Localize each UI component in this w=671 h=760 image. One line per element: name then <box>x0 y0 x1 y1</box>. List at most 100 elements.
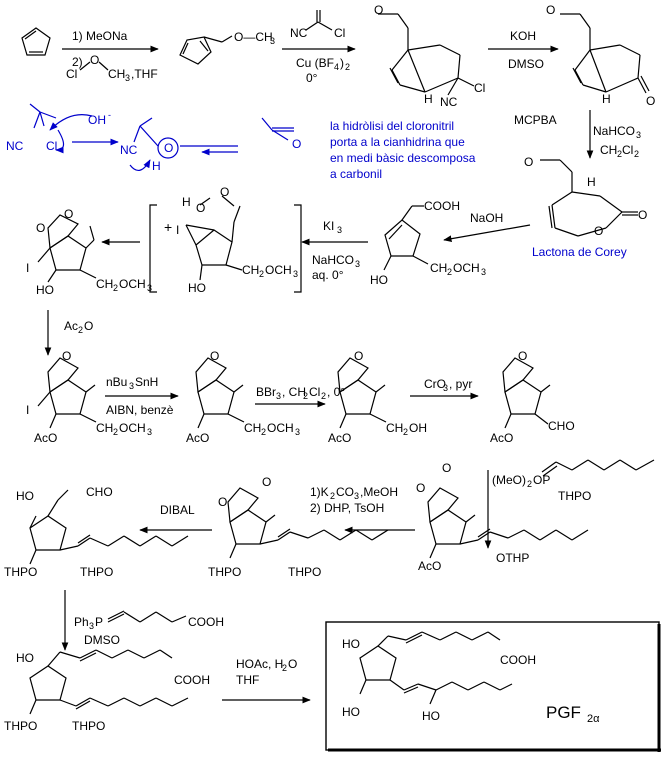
atom-cl: Cl <box>334 26 345 40</box>
atom-i-iodonium: I <box>176 223 179 237</box>
reagent-step11-c: , pyr <box>449 377 472 391</box>
atom-ch2och3-lactone-ether-b: 2 <box>261 427 266 437</box>
reagent-step11-b: 3 <box>443 383 448 393</box>
atom-ho-product-c: HO <box>422 709 440 723</box>
atom-ch2och3-iodonium-b: 2 <box>259 269 264 279</box>
reagent-step11-a: CrO <box>424 377 446 391</box>
reagent-step15-b: 3 <box>89 621 94 631</box>
atom-three: 3 <box>270 36 275 46</box>
reagent-step13-b: 2 <box>330 491 335 501</box>
chloroacrylonitrile <box>305 10 333 31</box>
atom-ch2och3-lactone-ether-d: 3 <box>295 427 300 437</box>
atom-i-iodolactone: I <box>26 261 29 275</box>
reagent-step10-g: , 0° <box>327 385 345 399</box>
mech-note-line3: en medi bàsic descomposa <box>330 151 476 165</box>
acetyl-iodolactone <box>37 357 97 429</box>
atom-cooh-precursor: COOH <box>174 673 210 687</box>
mech-nc1: NC <box>6 139 24 153</box>
reagent-step14: DIBAL <box>160 503 195 517</box>
cyclopentadiene <box>21 27 51 56</box>
wittig-ylide <box>107 610 187 623</box>
pgf2a-structure <box>359 631 513 705</box>
reagent-step10-d: 2 <box>303 391 308 401</box>
methoxymethylcyclopentadiene <box>179 35 233 65</box>
label-product: PGF <box>546 703 581 722</box>
reagent-step1-b: 2) <box>72 55 83 69</box>
mech-h2: H <box>152 159 161 173</box>
atom-ho-iodonium: HO <box>188 281 206 295</box>
reagent-step13-f: 2) DHP, TsOH <box>310 501 384 515</box>
atom-o-iodolactone: O <box>36 221 45 235</box>
atom-h-lactone: H <box>587 175 596 189</box>
atom-ch2och3-iodolactone-d: 3 <box>147 283 152 293</box>
reagent-step9-a: nBu <box>106 375 127 389</box>
reagent-step8-a: Ac <box>64 319 78 333</box>
mech-note-line1: la hidròlisi del cloronitril <box>330 119 454 133</box>
reagent-step15-a: Ph <box>74 615 89 629</box>
reagent-step5-f: 2 <box>634 149 639 159</box>
reagent-step16-a: HOAc, H <box>236 657 283 671</box>
reagent-step2-b: 4 <box>334 62 339 72</box>
atom-othp-enone: OTHP <box>496 551 529 565</box>
reagent-step10-c: , CH <box>282 385 306 399</box>
atom-ch2och3-acid-c: OCH <box>453 261 480 275</box>
atom-ch2och3-acetyl-d: 3 <box>147 427 152 437</box>
bicyclic-ketone <box>560 13 650 94</box>
atom-o-thp-lactone-carbonyl: O <box>262 475 271 489</box>
atom-ch2och3-acid: CH <box>430 261 447 275</box>
mech-o2: O <box>164 141 173 155</box>
reagent-step15-c: P <box>95 615 103 629</box>
reagent-step1-e: CH <box>108 67 125 81</box>
atom-aco-acetyl: AcO <box>34 431 57 445</box>
reagent-step12-c: OP <box>533 473 550 487</box>
atom-h-ketone: H <box>602 92 611 106</box>
atom-o-thp-lactone: O <box>218 495 227 509</box>
reagent-step8-b: 2 <box>78 325 83 335</box>
reagent-step7-c: NaHCO <box>312 253 354 267</box>
atom-ch2och3-iodonium-c: OCH <box>265 263 292 277</box>
atom-aco-enone: AcO <box>418 559 441 573</box>
reagent-step5-e: Cl <box>622 143 633 157</box>
reagent-step10-e: Cl <box>309 385 320 399</box>
reagent-step1-g: ,THF <box>131 67 158 81</box>
atom-cooh-product: COOH <box>500 653 536 667</box>
atom-ch2och3-lactone-ether: CH <box>244 421 261 435</box>
atom-thpo-lactol-b: THPO <box>80 565 113 579</box>
atom-thpo-thp-lactone-b: THPO <box>288 565 321 579</box>
reagent-step13-c: CO <box>336 485 354 499</box>
reagent-step15-d: COOH <box>188 615 224 629</box>
atom-ch2och3-iodonium-d: 3 <box>293 269 298 279</box>
reagent-step16-d: THF <box>236 673 259 687</box>
mech-cl1: Cl <box>46 139 57 153</box>
atom-thpo-precursor-a: THPO <box>4 719 37 733</box>
acetyl-lactone-aldehyde <box>502 357 551 429</box>
reagent-step5-d: 2 <box>617 149 622 159</box>
reagent-step5-b: 3 <box>636 130 641 140</box>
atom-o-enone: O <box>416 481 425 495</box>
lactol-aldehyde <box>29 489 189 565</box>
atom-thpo-precursor-b: THPO <box>72 719 105 733</box>
atom-cooh-acid: COOH <box>424 199 460 213</box>
atom-h-adduct: H <box>424 92 433 106</box>
mechanism-scheme <box>29 103 294 171</box>
atom-ho-product-a: HO <box>342 637 360 651</box>
reagent-step9-b: 3 <box>129 381 134 391</box>
mech-nc2: NC <box>120 143 138 157</box>
reagent-step7-b: 3 <box>337 225 342 235</box>
atom-o-ketone-ether: O <box>546 3 555 17</box>
acetyl-lactone-ether <box>195 357 245 429</box>
atom-meo-ch3: O—CH <box>234 30 273 44</box>
atom-ch2och3-acid-d: 3 <box>481 267 486 277</box>
atom-nc-adduct: NC <box>440 95 458 109</box>
atom-o-acetyl-iodolactone: O <box>62 349 71 363</box>
thp-pgf-precursor <box>29 649 189 715</box>
atom-ho-lactol: HO <box>16 489 34 503</box>
atom-ch2oh-b: 2 <box>403 427 408 437</box>
atom-o-lactone-aldehyde: O <box>518 349 527 363</box>
bicyclic-lactone <box>540 159 638 237</box>
reagent-step6: NaOH <box>470 211 503 225</box>
reagent-step13-a: 1)K <box>310 485 329 499</box>
atom-o-ketone: O <box>646 94 655 108</box>
atom-ch2och3-acetyl-c: OCH <box>119 421 146 435</box>
